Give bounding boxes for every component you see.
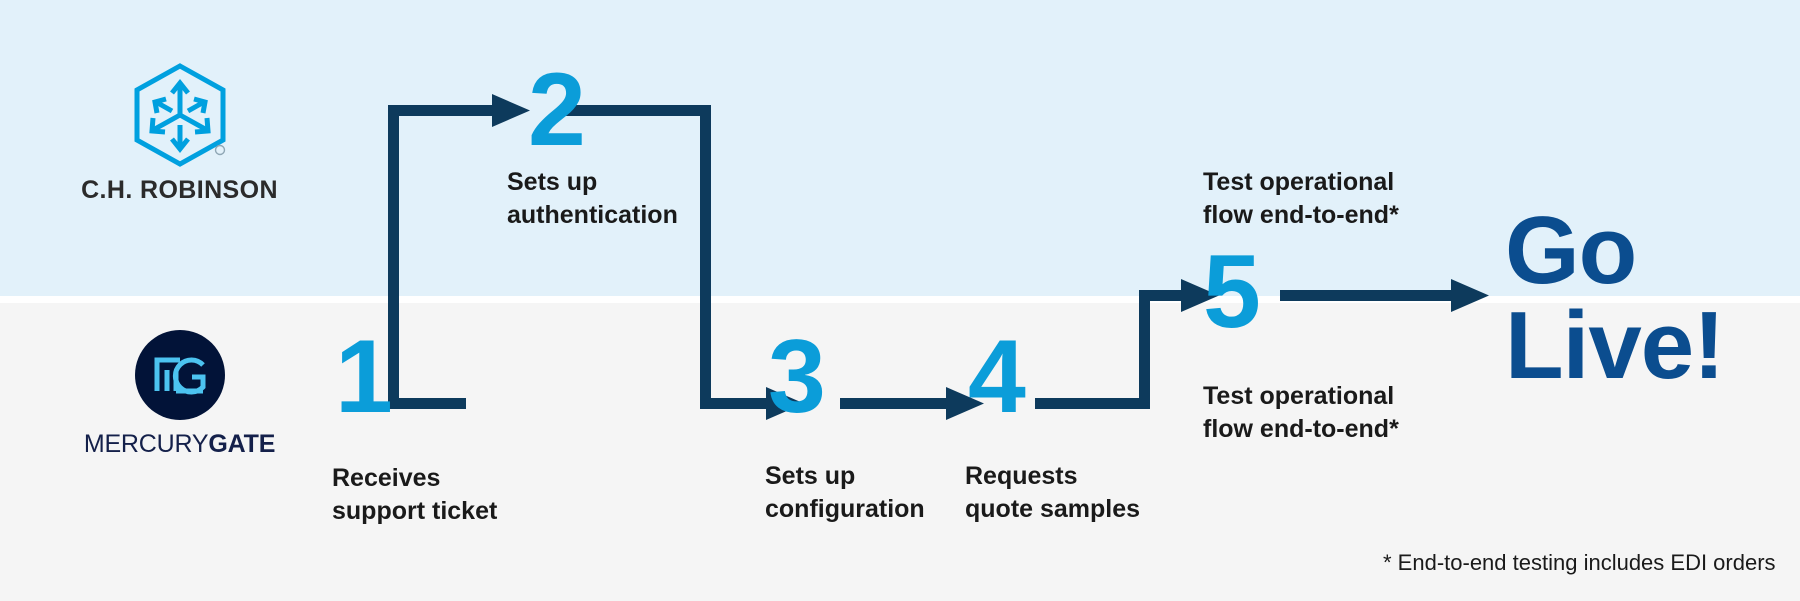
ch-robinson-wordmark: C.H. ROBINSON [81,176,278,204]
arrowhead-into-step-3 [766,387,804,420]
mercurygate-wordmark-light: MERCURY [83,430,209,458]
connector-1to2-vertical [388,105,399,405]
step-4-label: Requests quote samples [965,462,1141,523]
connector-2to3-horizontal-lower [700,398,770,409]
connector-5to-golive-line [1280,290,1455,301]
step-5-label-bottom: Test operational flow end-to-end* [1203,382,1399,443]
connector-4to5-vertical [1139,290,1150,409]
footnote-text: * End-to-end testing includes EDI orders [1383,550,1776,575]
connector-1to2-horizontal-upper [388,105,496,116]
step-1-number: 1 [335,319,393,435]
mercurygate-mg-monogram-icon [134,330,225,420]
connector-4to5-horizontal-lower [1035,398,1150,409]
connector-1to2-horizontal-lower [388,398,466,409]
connector-2to3-vertical [700,105,711,405]
background-band-top [0,0,1800,296]
arrowhead-into-step-4 [946,387,984,420]
step-2-label: Sets up authentication [507,168,678,229]
step-1-label: Receives support ticket [332,464,498,525]
step-3-label: Sets up configuration [765,462,925,523]
logo-ch-robinson: C.H. ROBINSON [62,62,297,227]
step-2-number: 2 [528,52,586,168]
background-band-bottom [0,303,1800,601]
step-5-label-top: Test operational flow end-to-end* [1203,168,1399,229]
ch-robinson-hexagon-icon [132,62,228,168]
arrowhead-into-step-5 [1181,279,1219,312]
mercurygate-wordmark: MERCURYGATE [62,430,297,459]
connector-3to4-line [840,398,950,409]
arrowhead-into-step-2 [492,94,530,127]
connector-4to5-horizontal-upper [1139,290,1185,301]
step-3-number: 3 [768,319,826,435]
go-live-text: Go Live! [1505,197,1725,399]
connector-2to3-horizontal-upper [566,105,711,116]
step-4-number: 4 [968,319,1026,435]
logo-mercurygate: MERCURYGATE [62,330,297,460]
step-5-number: 5 [1203,234,1261,350]
arrowhead-into-go-live [1451,279,1489,312]
mercurygate-wordmark-bold: GATE [208,430,276,458]
